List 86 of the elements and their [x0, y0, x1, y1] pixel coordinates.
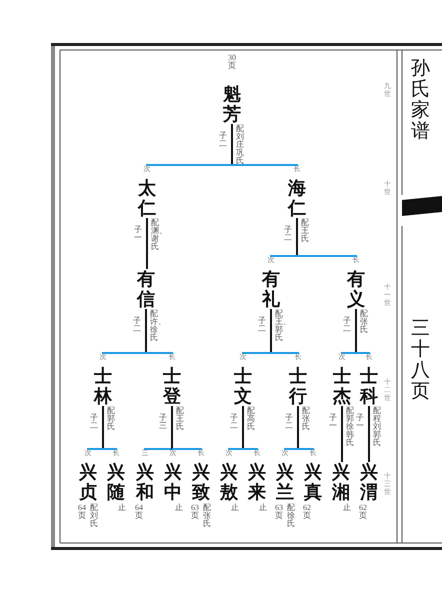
branch-line [171, 448, 202, 450]
branch-line [242, 352, 272, 354]
person-name: 士文 [234, 366, 252, 406]
annotation: 止 [175, 504, 183, 512]
spouse-note: 配王、郭氏 [275, 310, 283, 342]
person-name: 兴敖 [220, 462, 238, 502]
person-name: 兴渭 [360, 462, 378, 502]
descent-line [368, 406, 370, 462]
person-name: 兴贞 [79, 462, 97, 502]
annotation: 62页 [359, 504, 367, 520]
person-name: 兴湘 [332, 462, 350, 502]
spouse-note: 配渊、谢氏 [151, 219, 159, 251]
sons-note: 子二 [343, 317, 351, 333]
person-name: 士行 [289, 366, 307, 406]
annotation: 62页 [303, 504, 311, 520]
person-name: 兴兰 [276, 462, 294, 502]
title-text: 孙氏家谱 [411, 58, 430, 142]
person-name: 兴致 [192, 462, 210, 502]
spouse-note: 配高氏 [247, 407, 255, 431]
person-name: 兴真 [304, 462, 322, 502]
spouse-note: 配王氏 [176, 407, 184, 431]
person-name: 有礼 [262, 269, 280, 309]
person-name: 兴随 [107, 462, 125, 502]
spouse-note: 配郭氏 [107, 407, 115, 431]
branch-line [144, 448, 173, 450]
sons-note: 子一 [329, 414, 337, 430]
sons-note: 子一 [134, 226, 142, 242]
branch-line [270, 352, 299, 354]
spouse-note: 配郭徐韩氏 [346, 407, 354, 447]
branch-line [242, 448, 258, 450]
annotation: 配张氏 [203, 504, 211, 528]
spouse-note: 配张氏 [302, 407, 310, 431]
branch-line [87, 448, 104, 450]
branch-line [146, 164, 233, 166]
branch-line [102, 352, 147, 354]
branch-line [231, 164, 298, 166]
person-name: 士科 [360, 366, 378, 406]
branch-line [102, 448, 117, 450]
person-name: 士杰 [333, 366, 351, 406]
person-name: 魁芳 [223, 84, 241, 124]
sons-note: 子二 [230, 414, 238, 430]
annotation: 63页 [275, 504, 283, 520]
descent-line [341, 406, 343, 462]
person-name: 海仁 [288, 178, 306, 218]
sons-note: 子一 [356, 414, 364, 430]
descent-line [171, 406, 174, 450]
descent-line [146, 218, 148, 269]
person-name: 士登 [163, 366, 181, 406]
person-name: 兴和 [136, 462, 154, 502]
branch-line [284, 448, 299, 450]
branch-line [228, 448, 244, 450]
person-name: 士林 [94, 366, 112, 406]
person-name: 太仁 [138, 178, 156, 218]
annotation: 止 [231, 504, 239, 512]
page-reference: 30页 [228, 54, 236, 70]
sons-note: 子三 [159, 414, 167, 430]
sons-note: 子二 [285, 414, 293, 430]
annotation: 配徐氏 [287, 504, 295, 528]
spouse-note: 配张氏 [360, 310, 368, 334]
annotation: 63页 [191, 504, 199, 520]
spouse-note: 配刘庄巩氏 [236, 125, 244, 165]
sons-note: 子二 [133, 317, 141, 333]
sons-note: 子二 [90, 414, 98, 430]
annotation: 止 [259, 504, 267, 512]
page-number: 三十八页 [411, 318, 430, 402]
annotation: 止 [118, 504, 126, 512]
person-name: 有义 [347, 269, 365, 309]
annotation: 止 [343, 504, 351, 512]
branch-line [297, 448, 314, 450]
spouse-note: 配许、徐氏 [150, 310, 158, 342]
annotation: 64页 [135, 504, 143, 520]
branch-line [355, 352, 370, 354]
annotation: 64页 [78, 504, 86, 520]
branch-line [296, 255, 357, 258]
spouse-note: 配程刘郭氏 [373, 407, 381, 447]
spouse-note: 配王氏 [301, 219, 309, 243]
branch-line [341, 352, 357, 354]
sons-note: 子二 [258, 317, 266, 333]
person-name: 有信 [137, 269, 155, 309]
branch-line [270, 255, 298, 258]
person-name: 兴来 [248, 462, 266, 502]
sons-note: 子二 [219, 132, 227, 148]
sons-note: 子二 [284, 226, 292, 242]
branch-line [145, 352, 173, 354]
annotation: 配刘氏 [90, 504, 98, 528]
person-name: 兴中 [164, 462, 182, 502]
